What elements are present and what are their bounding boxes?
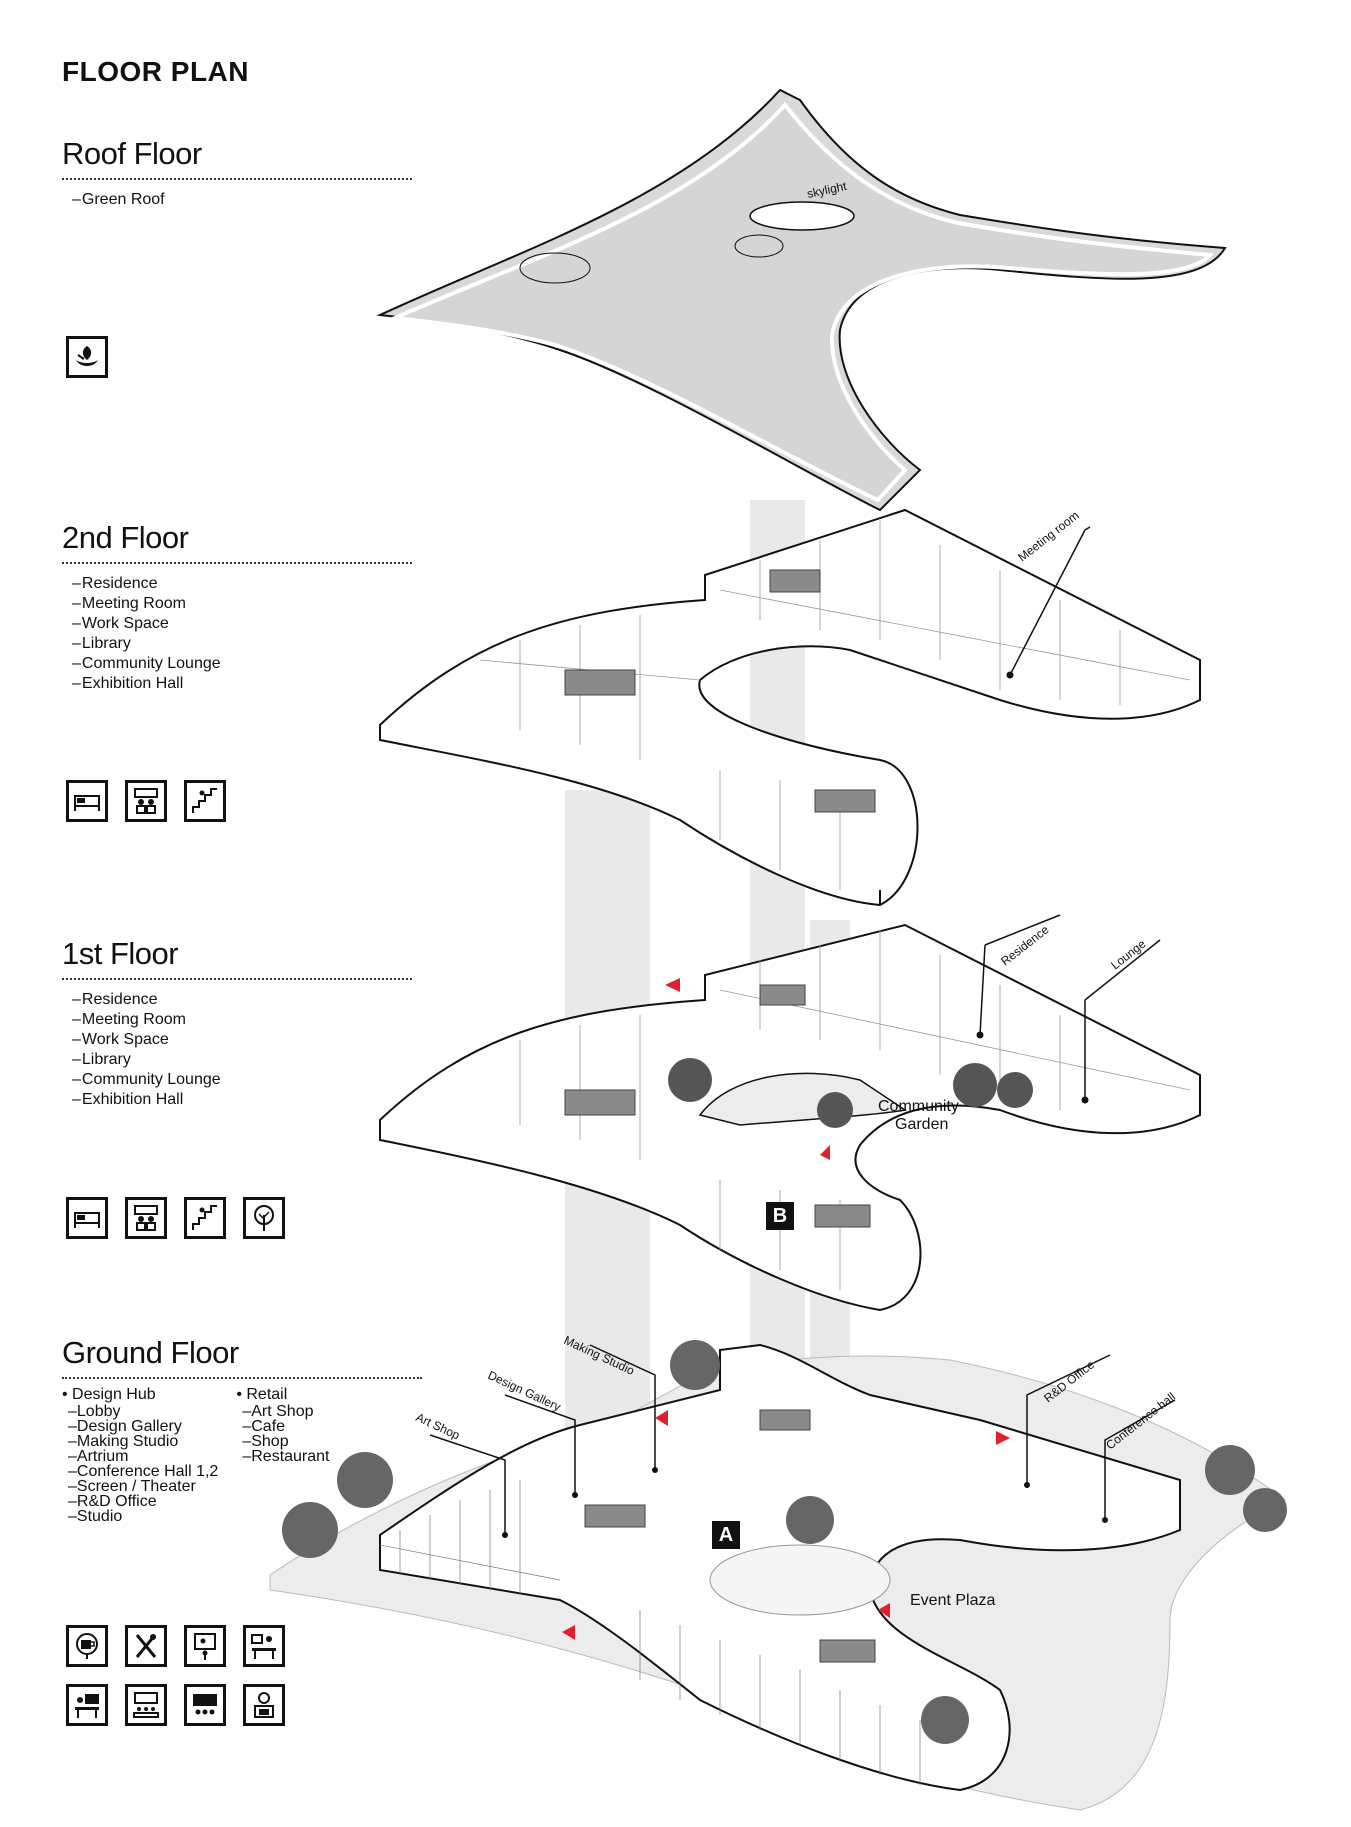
page-title: FLOOR PLAN: [62, 56, 249, 87]
design-hub-column: Design Hub Lobby Design Gallery Making S…: [62, 1385, 218, 1525]
marker-a: A: [712, 1521, 740, 1549]
green-roof-icon: [66, 336, 108, 378]
event-plaza-label: Event Plaza: [910, 1592, 995, 1609]
tree-icon: [243, 1197, 285, 1239]
list-item: Work Space: [72, 1030, 412, 1050]
list-item: Shop: [242, 1434, 329, 1450]
list-item: Design Gallery: [68, 1419, 218, 1435]
list-item: Library: [72, 1050, 412, 1070]
ground-floor-heading: Ground Floor: [62, 1335, 422, 1379]
roof-slab: skylight: [376, 88, 1227, 512]
second-floor-icons: [66, 780, 226, 822]
retail-heading: Retail: [236, 1385, 329, 1404]
marker-b: B: [766, 1202, 794, 1230]
theater-icon: [184, 1684, 226, 1726]
studio-icon: [243, 1625, 285, 1667]
stairs-icon: [184, 1197, 226, 1239]
gallery-icon: [184, 1625, 226, 1667]
restaurant-icon: [125, 1625, 167, 1667]
retail-column: Retail Art Shop Cafe Shop Restaurant: [236, 1385, 329, 1524]
ground-floor-icons-row-2: [66, 1684, 285, 1726]
ground-floor-plan: Making Studio Design Gallery Art Shop R&…: [269, 1333, 1287, 1811]
roof-icons: [66, 336, 108, 378]
workspace-icon: [243, 1684, 285, 1726]
first-floor-slab: Residence Lounge Community Garden: [379, 914, 1201, 1312]
roof-floor-list: Green Roof: [72, 190, 412, 210]
list-item: Meeting Room: [72, 594, 412, 614]
design-hub-list: Lobby Design Gallery Making Studio Artri…: [62, 1404, 218, 1525]
list-item: Residence: [72, 574, 412, 594]
roof-floor-heading: Roof Floor: [62, 136, 412, 180]
office-icon: [66, 1684, 108, 1726]
list-item: Cafe: [242, 1419, 329, 1435]
second-floor-heading: 2nd Floor: [62, 520, 412, 564]
bed-icon: [66, 1197, 108, 1239]
list-item: Artrium: [68, 1449, 218, 1465]
ground-floor-section: Ground Floor Design Hub Lobby Design Gal…: [62, 1335, 422, 1525]
list-item: Studio: [68, 1509, 218, 1525]
list-item: Exhibition Hall: [72, 674, 412, 694]
list-item: Conference Hall 1,2: [68, 1464, 218, 1480]
list-item: Screen / Theater: [68, 1479, 218, 1495]
list-item: Meeting Room: [72, 1010, 412, 1030]
list-item: R&D Office: [68, 1494, 218, 1510]
list-item: Making Studio: [68, 1434, 218, 1450]
first-floor-section: 1st Floor Residence Meeting Room Work Sp…: [62, 936, 412, 1110]
first-floor-heading: 1st Floor: [62, 936, 412, 980]
second-floor-list: Residence Meeting Room Work Space Librar…: [72, 574, 412, 694]
design-gallery-label: Design Gallery: [486, 1368, 563, 1414]
second-floor-section: 2nd Floor Residence Meeting Room Work Sp…: [62, 520, 412, 694]
community-garden-label-2: Garden: [895, 1116, 948, 1133]
first-floor-list: Residence Meeting Room Work Space Librar…: [72, 990, 412, 1110]
bed-icon: [66, 780, 108, 822]
conference-icon: [125, 1684, 167, 1726]
list-item: Green Roof: [72, 190, 412, 210]
list-item: Exhibition Hall: [72, 1090, 412, 1110]
first-floor-icons: [66, 1197, 285, 1239]
stairs-icon: [184, 780, 226, 822]
community-garden-label-1: Community: [878, 1098, 959, 1115]
meeting-icon: [125, 1197, 167, 1239]
retail-list: Art Shop Cafe Shop Restaurant: [236, 1404, 329, 1465]
list-item: Library: [72, 634, 412, 654]
ground-floor-icons-row-1: [66, 1625, 285, 1667]
cafe-icon: [66, 1625, 108, 1667]
roof-floor-section: Roof Floor Green Roof: [62, 136, 412, 210]
list-item: Work Space: [72, 614, 412, 634]
list-item: Lobby: [68, 1404, 218, 1420]
list-item: Residence: [72, 990, 412, 1010]
list-item: Restaurant: [242, 1449, 329, 1465]
design-hub-heading: Design Hub: [62, 1385, 218, 1404]
meeting-icon: [125, 780, 167, 822]
list-item: Community Lounge: [72, 654, 412, 674]
list-item: Community Lounge: [72, 1070, 412, 1090]
list-item: Art Shop: [242, 1404, 329, 1420]
